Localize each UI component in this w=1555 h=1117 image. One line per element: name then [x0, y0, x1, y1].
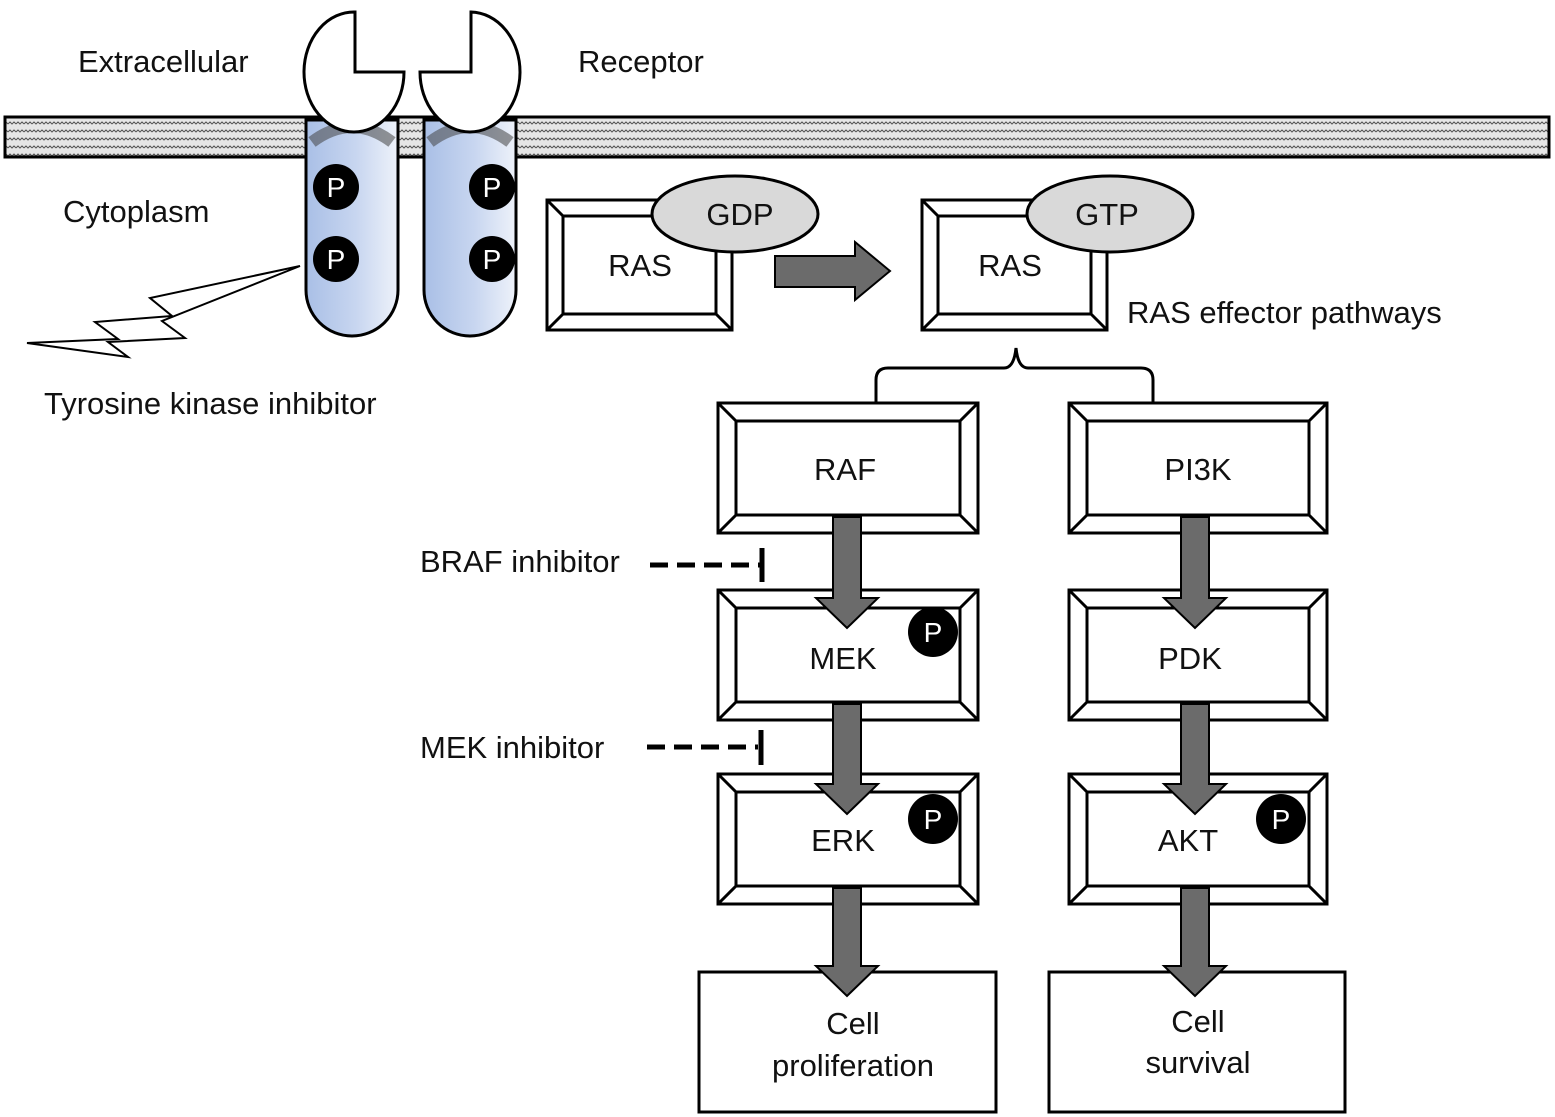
extracellular-label: Extracellular: [78, 44, 249, 79]
mek-to-erk-arrow: [813, 703, 881, 816]
braf-inhibitor-label: BRAF inhibitor: [420, 544, 620, 579]
akt-phospho-site: P: [1256, 794, 1306, 844]
svg-text:P: P: [483, 172, 502, 203]
phospho-site: P: [313, 164, 359, 210]
receptor-label: Receptor: [578, 44, 704, 79]
svg-text:P: P: [924, 617, 943, 648]
ras-gtp-label: RAS: [978, 248, 1042, 283]
phospho-site: P: [469, 164, 515, 210]
raf-label: RAF: [814, 452, 876, 487]
svg-text:P: P: [327, 244, 346, 275]
cell-proliferation-label-line1: Cell: [826, 1006, 879, 1041]
phospho-site: P: [313, 236, 359, 282]
cell-survival-label-line1: Cell: [1171, 1004, 1224, 1039]
raf-node: RAF: [716, 401, 980, 535]
phospho-site: P: [469, 236, 515, 282]
svg-text:P: P: [483, 244, 502, 275]
mek-phospho-site: P: [908, 607, 958, 657]
ras-gdp-node: RAS GDP: [545, 174, 820, 332]
akt-label: AKT: [1158, 823, 1218, 858]
braf-inhibition-marker: [650, 548, 765, 582]
ras-gdp-label: RAS: [608, 248, 672, 283]
mek-inhibitor-label: MEK inhibitor: [420, 730, 604, 765]
svg-text:P: P: [327, 172, 346, 203]
tki-label: Tyrosine kinase inhibitor: [44, 386, 377, 421]
pdk-to-akt-arrow: [1161, 703, 1229, 816]
pathway-bracket: [874, 347, 1155, 402]
cell-proliferation-label-line2: proliferation: [772, 1048, 934, 1083]
erk-phospho-site: P: [908, 794, 958, 844]
akt-to-survival-arrow: [1161, 887, 1229, 998]
pi3k-label: PI3K: [1164, 452, 1232, 487]
raf-to-mek-arrow: [813, 516, 881, 630]
pi3k-to-pdk-arrow: [1161, 516, 1229, 630]
cytoplasm-label: Cytoplasm: [63, 194, 209, 229]
ras-effector-label: RAS effector pathways: [1127, 295, 1442, 330]
gdp-label: GDP: [706, 197, 773, 232]
gtp-label: GTP: [1075, 197, 1139, 232]
ras-gtp-node: RAS GTP: [920, 174, 1195, 332]
svg-text:P: P: [924, 804, 943, 835]
tki-lightning-icon: [26, 265, 301, 359]
pi3k-node: PI3K: [1067, 401, 1329, 535]
activation-arrow: [774, 239, 892, 303]
cell-membrane: [3, 115, 1551, 159]
mek-inhibition-marker: [647, 730, 764, 765]
erk-label: ERK: [811, 823, 875, 858]
erk-to-proliferation-arrow: [813, 887, 881, 998]
pdk-label: PDK: [1158, 641, 1222, 676]
cell-survival-label-line2: survival: [1145, 1045, 1250, 1080]
mek-label: MEK: [809, 641, 877, 676]
svg-text:P: P: [1272, 804, 1291, 835]
